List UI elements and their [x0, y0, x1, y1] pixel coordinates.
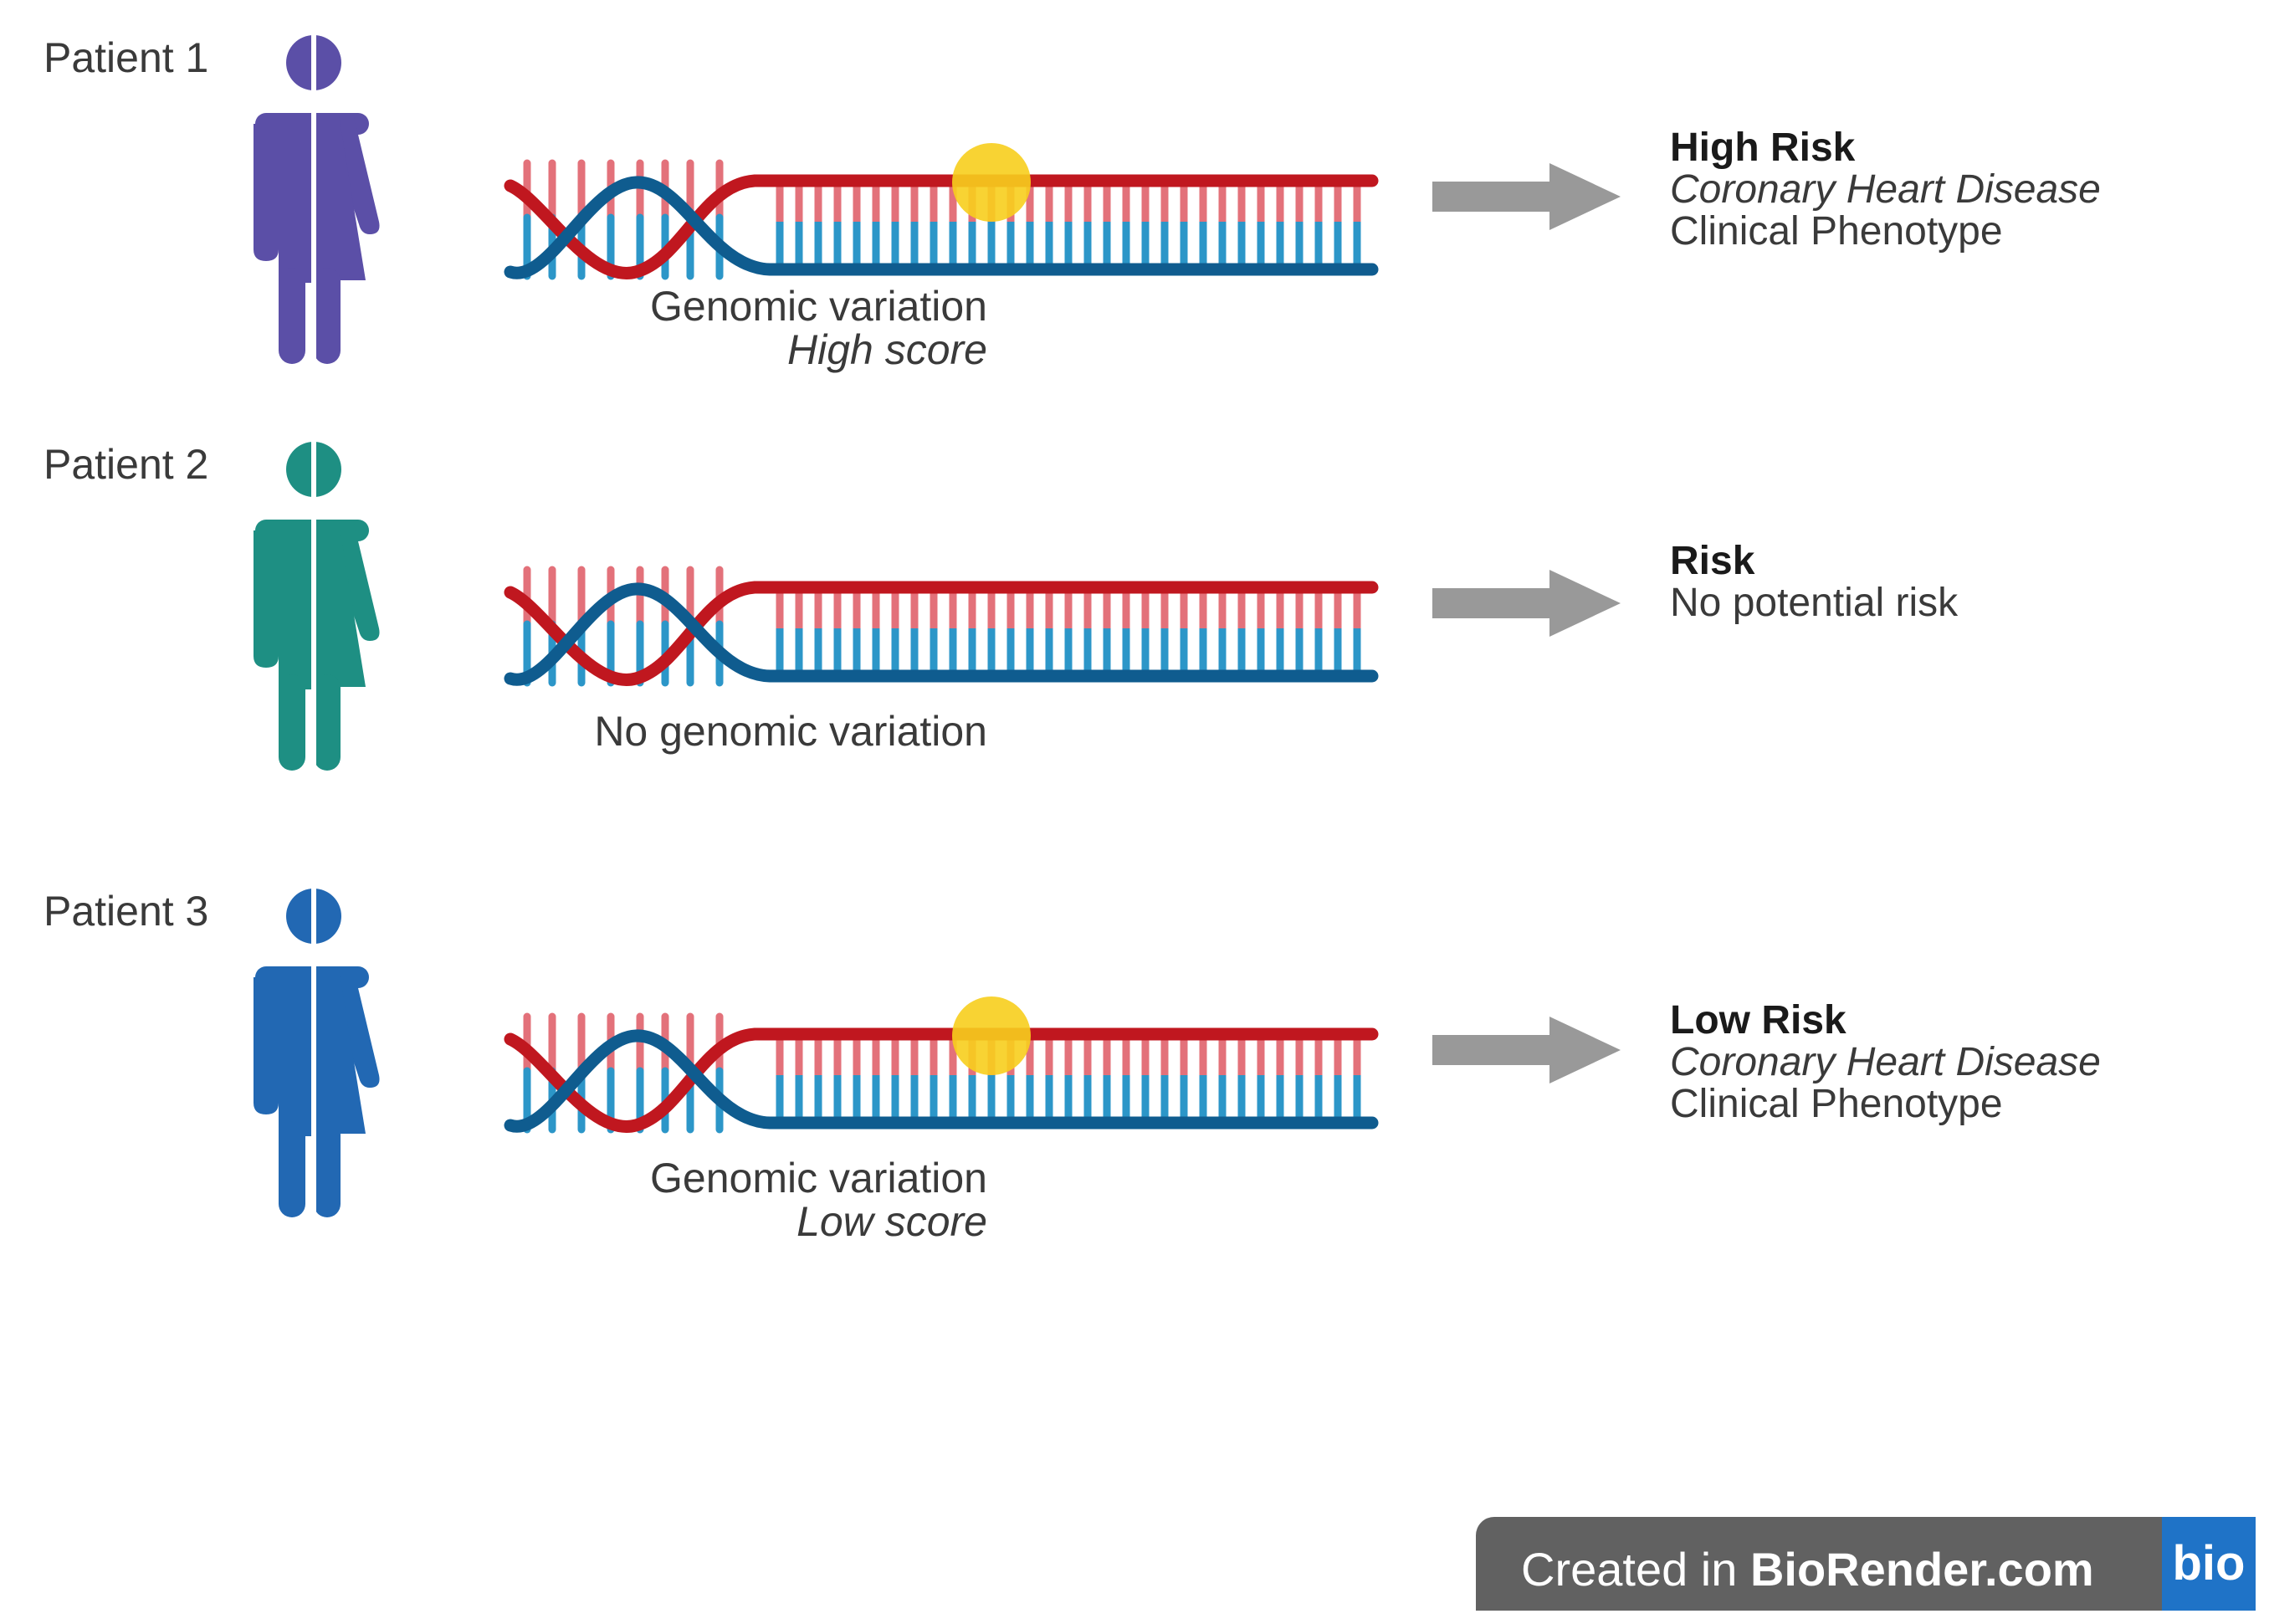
badge-brand: BioRender.com [1749, 1543, 2094, 1596]
person-torso-right [314, 522, 366, 687]
dna-group [504, 566, 1379, 687]
risk-heading: High Risk [1670, 126, 1856, 170]
person-icon [254, 33, 380, 368]
dna-strand-icon [504, 996, 1379, 1134]
person-torso-left [279, 522, 314, 689]
variation-label: Genomic variation [650, 1155, 987, 1201]
dna-strand-red [504, 174, 1379, 279]
disease-name: Coronary Heart Disease [1670, 167, 2101, 212]
person-icon [254, 440, 380, 775]
person-right-leg [314, 674, 341, 771]
person-right-leg [314, 268, 341, 364]
arrow-right-icon [1432, 570, 1621, 637]
risk-detail: No potential risk [1670, 581, 1959, 625]
variation-caption: No genomic variation [594, 710, 987, 753]
person-right-arm [337, 117, 380, 234]
dna-strand-icon [504, 566, 1379, 687]
person-left-arm [254, 124, 279, 261]
patient-row: Patient 3 Genomic variation Low score Lo… [0, 887, 2269, 1355]
badge-prefix: Created in [1521, 1543, 1750, 1596]
person-left-leg [279, 674, 305, 771]
person-left-leg [279, 268, 305, 364]
variation-label: No genomic variation [594, 708, 987, 755]
biorender-badge[interactable]: Created in BioRender.com bio [1476, 1517, 2256, 1611]
patient-label: Patient 2 [44, 441, 209, 488]
variant-marker [952, 996, 1031, 1075]
person-divider [311, 887, 316, 1222]
arrow-right-icon [1432, 163, 1621, 230]
dna-strand-blue [504, 1029, 1379, 1133]
variation-score: Low score [796, 1198, 987, 1245]
person-left-arm [254, 530, 279, 668]
person-divider [311, 440, 316, 775]
dna-strand-blue [504, 176, 1379, 279]
variation-score: High score [787, 326, 987, 373]
risk-result: Risk No potential risk [1670, 540, 1958, 624]
patient-label: Patient 3 [44, 888, 209, 935]
arrow-shape [1432, 570, 1621, 637]
variation-label: Genomic variation [650, 283, 987, 330]
badge-text: Created in BioRender.com [1521, 1542, 2094, 1596]
variation-caption: Genomic variation Low score [650, 1156, 987, 1243]
dna-group [504, 1012, 1379, 1134]
dna-strand-blue [504, 582, 1379, 686]
variant-marker [952, 143, 1031, 222]
arrow-right-icon [1432, 1017, 1621, 1084]
person-right-arm [337, 524, 380, 641]
arrow-shape [1432, 1017, 1621, 1084]
risk-result: High Risk Coronary Heart Disease Clinica… [1670, 127, 2101, 253]
person-torso-right [314, 969, 366, 1134]
person-right-leg [314, 1121, 341, 1217]
patient-label: Patient 1 [44, 34, 209, 81]
risk-heading: Low Risk [1670, 998, 1846, 1043]
dna-strand-icon [504, 143, 1379, 280]
person-left-arm [254, 977, 279, 1114]
risk-result: Low Risk Coronary Heart Disease Clinical… [1670, 1000, 2101, 1125]
dna-strand-red [504, 581, 1379, 686]
person-torso-left [279, 969, 314, 1136]
person-left-leg [279, 1121, 305, 1217]
risk-heading: Risk [1670, 539, 1755, 583]
biorender-logo-icon: bio [2162, 1517, 2256, 1611]
dna-strand-red [504, 1027, 1379, 1133]
risk-detail: Clinical Phenotype [1670, 1082, 2003, 1126]
person-divider [311, 33, 316, 368]
person-torso-left [279, 115, 314, 283]
person-right-arm [337, 971, 380, 1088]
dna-group [504, 159, 1379, 280]
variation-caption: Genomic variation High score [650, 284, 987, 371]
risk-detail: Clinical Phenotype [1670, 209, 2003, 254]
patient-row: Patient 1 Genomic variation High score H… [0, 33, 2269, 502]
disease-name: Coronary Heart Disease [1670, 1040, 2101, 1084]
patient-row: Patient 2 No genomic variation Risk No p… [0, 440, 2269, 909]
arrow-shape [1432, 163, 1621, 230]
person-icon [254, 887, 380, 1222]
person-torso-right [314, 115, 366, 280]
